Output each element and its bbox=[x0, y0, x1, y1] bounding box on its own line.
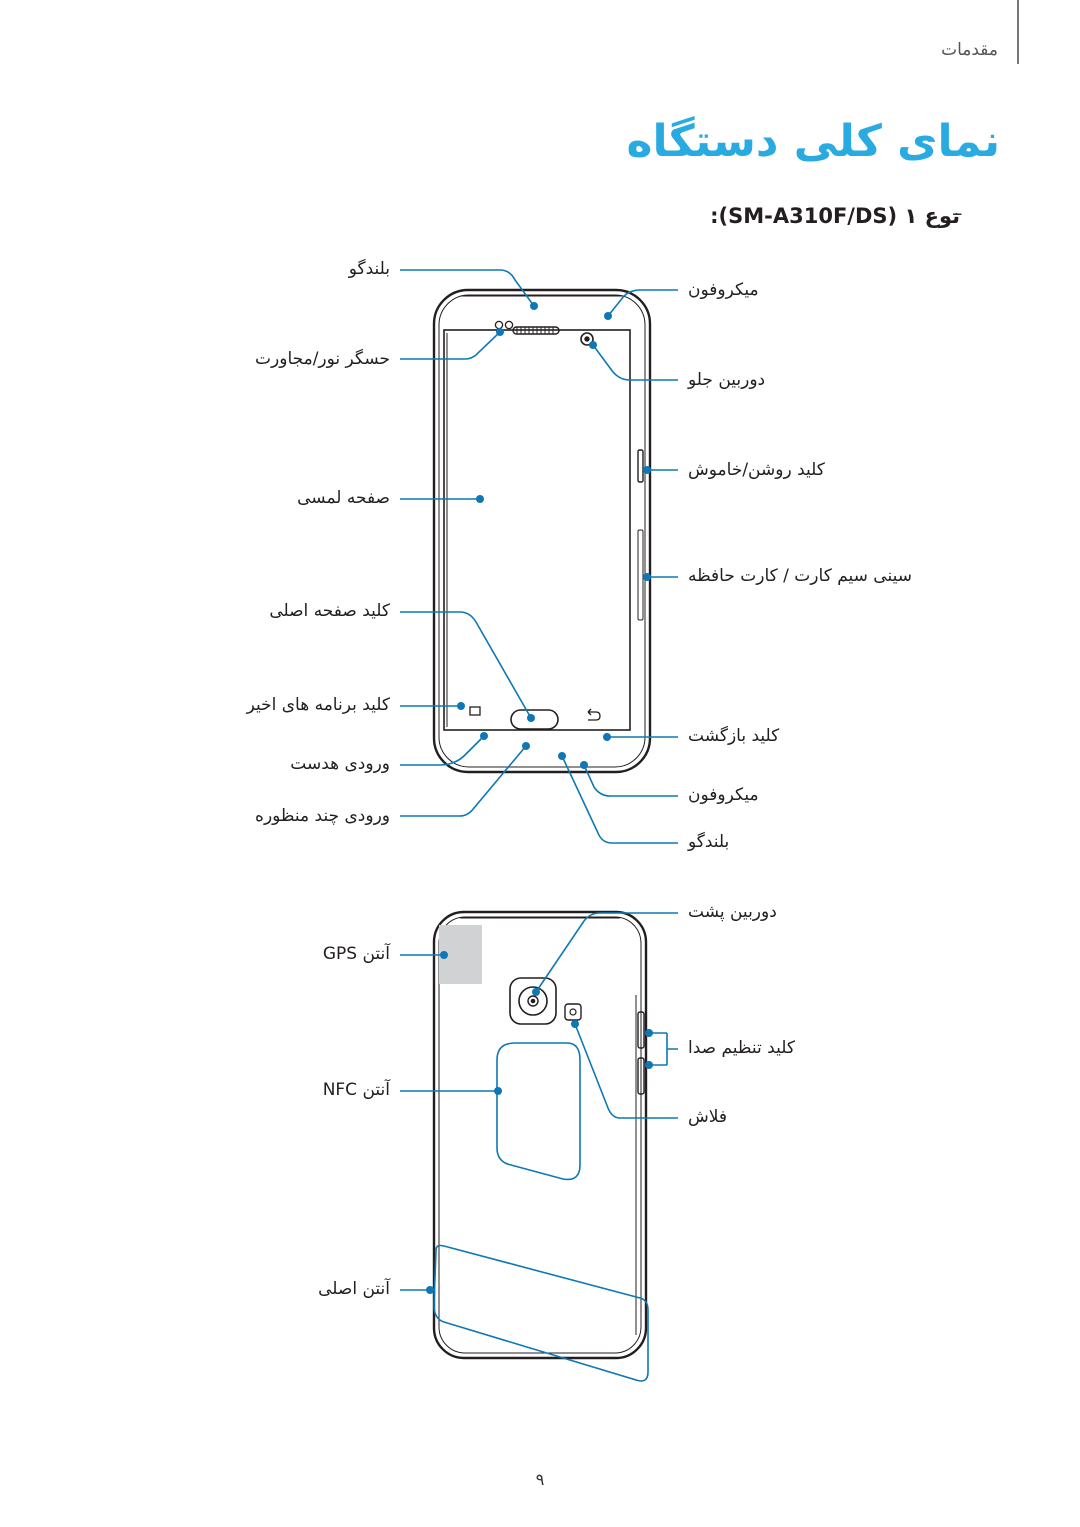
label-touchscreen: صفحه لمسی bbox=[297, 488, 390, 508]
label-multipurpose-jack: ورودی چند منظوره bbox=[255, 806, 390, 826]
section-header: مقدمات bbox=[941, 40, 998, 60]
label-flash: فلاش bbox=[688, 1107, 728, 1127]
label-back-key: کلید بازگشت bbox=[688, 726, 780, 746]
model-heading: نوع ۱ (SM-A310F/DS): bbox=[710, 204, 960, 228]
label-gps-antenna: آنتن GPS bbox=[322, 944, 390, 964]
model-dash: – bbox=[952, 201, 963, 225]
label-main-antenna: آنتن اصلی bbox=[318, 1279, 390, 1299]
label-speaker-bottom: بلندگو bbox=[688, 832, 730, 852]
label-recent-apps-key: کلید برنامه های اخیر bbox=[246, 695, 390, 715]
page-number: ۹ bbox=[535, 1470, 545, 1489]
label-volume-key: کلید تنظیم صدا bbox=[688, 1038, 795, 1058]
label-rear-camera: دوربین پشت bbox=[688, 902, 777, 922]
label-home-key: کلید صفحه اصلی bbox=[269, 601, 390, 621]
label-headset-jack: ورودی هدست bbox=[290, 754, 390, 774]
label-nfc-antenna: آنتن NFC bbox=[322, 1080, 390, 1100]
label-speaker-top: بلندگو bbox=[348, 259, 390, 279]
label-microphone-bottom: میکروفون bbox=[688, 785, 759, 805]
back-phone-illustration bbox=[432, 910, 648, 1360]
page-title: نمای کلی دستگاه bbox=[626, 116, 1000, 167]
label-power-key: کلید روشن/خاموش bbox=[688, 460, 825, 480]
label-sim-memory-tray: سینی سیم کارت / کارت حافظه bbox=[688, 566, 912, 586]
label-light-proximity-sensor: حسگر نور/مجاورت bbox=[255, 349, 390, 369]
callout-dots bbox=[426, 302, 653, 1294]
header-rule bbox=[1017, 0, 1019, 64]
callout-lines bbox=[400, 269, 678, 1382]
label-microphone-top: میکروفون bbox=[688, 280, 759, 300]
front-phone-illustration bbox=[432, 288, 652, 774]
label-front-camera: دوربین جلو bbox=[688, 370, 766, 390]
